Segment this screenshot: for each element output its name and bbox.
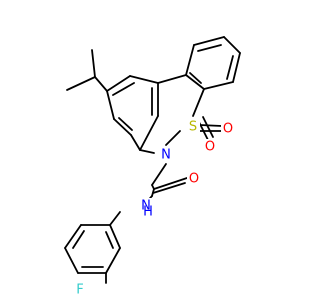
bond — [157, 74, 187, 84]
bond — [185, 44, 195, 76]
bond — [165, 130, 181, 146]
bond — [64, 247, 79, 274]
bond — [113, 118, 132, 136]
atom-oxygen-sulfonyl-1: O — [203, 139, 217, 155]
atom-oxygen-sulfonyl-2: O — [221, 121, 235, 137]
bond — [185, 74, 205, 90]
bond — [91, 49, 96, 78]
atom-label-n: N — [161, 148, 171, 163]
bond — [118, 117, 133, 131]
bond — [139, 115, 159, 151]
bond — [226, 55, 234, 80]
molecule-structure: N S O O O N H F — [64, 36, 241, 298]
atom-label-n: N — [141, 199, 151, 214]
bond — [105, 231, 114, 249]
bond — [197, 44, 222, 52]
bond — [151, 188, 155, 197]
bond — [153, 177, 188, 190]
atom-nitrogen-ring: N — [159, 147, 173, 163]
bond — [112, 82, 135, 96]
bond — [199, 124, 223, 127]
bond — [189, 72, 202, 84]
bond — [129, 75, 159, 84]
atom-label-f: F — [76, 283, 83, 298]
bond — [152, 182, 186, 194]
bond — [106, 75, 131, 92]
atom-labels: N S O O O N H F — [73, 119, 235, 298]
bond — [105, 247, 121, 274]
atom-oxygen-carbonyl: O — [187, 171, 201, 187]
bond — [64, 224, 82, 249]
bond — [202, 116, 214, 138]
bond — [193, 36, 225, 46]
bond — [203, 81, 234, 90]
bond — [109, 211, 121, 226]
bond — [130, 134, 141, 151]
bond — [151, 163, 167, 186]
bond — [106, 90, 115, 120]
bond — [72, 230, 85, 249]
atom-label-s: S — [189, 120, 197, 135]
atom-label-o: O — [223, 122, 233, 137]
bond — [109, 224, 121, 249]
bond — [223, 36, 241, 54]
atom-label-o: O — [189, 172, 199, 187]
atom-fluorine: F — [73, 282, 87, 298]
bond — [94, 76, 108, 92]
bond — [192, 88, 205, 117]
bond — [139, 149, 155, 154]
atom-label-h: H — [143, 205, 153, 220]
bonds — [64, 36, 241, 284]
atom-label-o: O — [205, 140, 215, 155]
bond — [232, 52, 241, 83]
bond — [66, 76, 96, 91]
atom-sulfur: S — [186, 119, 200, 135]
atom-nitrogen-amide: N H — [139, 198, 155, 222]
